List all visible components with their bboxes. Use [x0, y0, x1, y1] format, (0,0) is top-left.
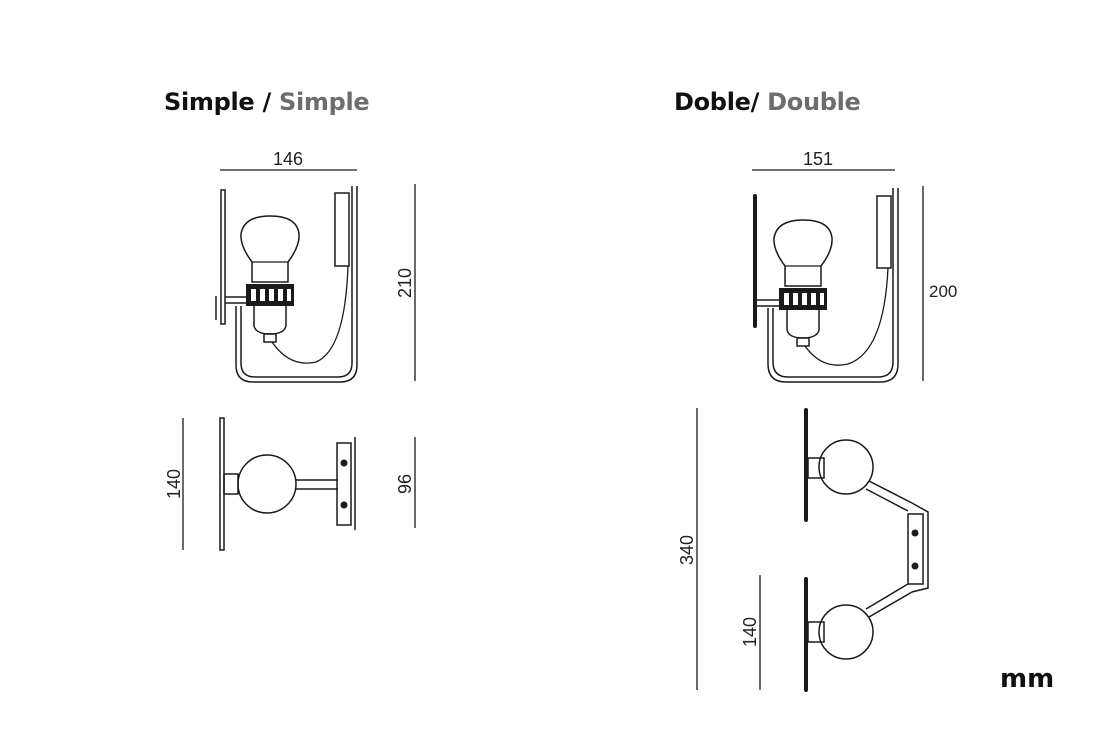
double-top-view: 340 140 [677, 408, 929, 692]
simple-bracket-label: 96 [395, 474, 415, 494]
simple-screw-top [340, 459, 348, 467]
double-cable [804, 267, 889, 366]
simple-frame-inner [240, 186, 353, 378]
simple-socket-slot [287, 289, 291, 301]
simple-top-view: 140 96 [164, 417, 416, 551]
double-plate-label: 140 [740, 617, 760, 647]
double-center-bracket-edge [911, 502, 929, 593]
simple-bulb [240, 215, 300, 283]
double-socket-body [786, 310, 820, 339]
simple-top-bracket [336, 442, 352, 526]
double-socket-slot [820, 293, 824, 305]
simple-socket-cap [263, 333, 277, 343]
simple-top-globe [237, 454, 297, 514]
double-lower-collar [807, 621, 825, 643]
heading-double: Doble/ Double [674, 88, 861, 116]
heading-double-separator: / [750, 88, 768, 116]
double-span-label: 340 [677, 535, 697, 565]
double-wall-bracket [876, 195, 892, 269]
double-socket-slot [811, 293, 816, 305]
double-lower-arm [865, 583, 913, 618]
double-bulb [773, 219, 833, 287]
double-socket-slot [793, 293, 798, 305]
double-front-view: 151 200 [752, 149, 957, 383]
double-screw-bottom [911, 562, 919, 570]
heading-simple: Simple / Simple [164, 88, 370, 116]
double-width-label: 151 [803, 149, 833, 169]
double-frame-outer [767, 188, 899, 383]
double-height-label: 200 [929, 282, 957, 301]
double-upper-collar [807, 457, 825, 479]
simple-screw-bottom [340, 501, 348, 509]
heading-double-secondary: Double [767, 88, 861, 116]
simple-socket-slot [269, 289, 274, 301]
heading-double-primary: Doble [674, 88, 751, 116]
simple-frame-outer [235, 186, 358, 383]
double-socket-slot [784, 293, 789, 305]
simple-socket-body [253, 306, 287, 335]
simple-plate-label: 140 [164, 469, 184, 499]
simple-socket-slot [251, 289, 256, 301]
simple-cable [271, 265, 349, 364]
simple-width-label: 146 [273, 149, 303, 169]
simple-top-collar [223, 473, 239, 495]
simple-wall-plate [220, 189, 226, 325]
double-socket-cap [796, 337, 810, 347]
heading-simple-separator: / [254, 88, 279, 116]
simple-front-view: 146 210 [215, 149, 416, 383]
double-upper-globe [818, 439, 874, 495]
double-upper-arm [865, 480, 913, 512]
unit-label: mm [1000, 664, 1055, 694]
heading-simple-secondary: Simple [278, 88, 370, 116]
double-screw-top [911, 529, 919, 537]
double-lower-globe [818, 604, 874, 660]
double-center-bracket [907, 513, 924, 585]
simple-height-label: 210 [395, 268, 415, 298]
double-frame-inner [772, 188, 894, 378]
simple-socket-slot [260, 289, 265, 301]
double-socket-slot [802, 293, 807, 305]
simple-wall-bracket [334, 192, 350, 267]
heading-simple-primary: Simple [164, 88, 255, 116]
simple-socket-slot [278, 289, 283, 301]
